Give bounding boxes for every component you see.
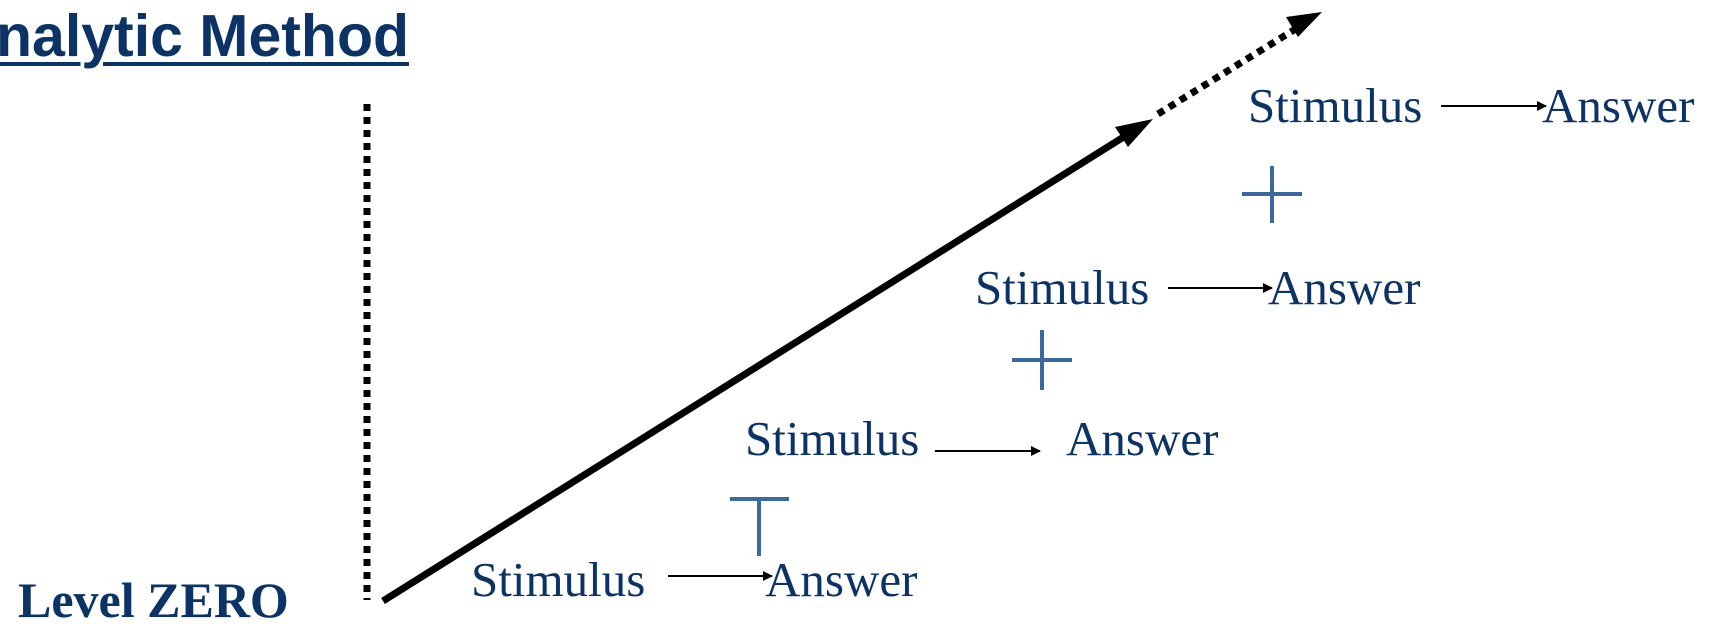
- diagonal-arrow-icon: [381, 119, 1153, 604]
- stimulus-label: Stimulus: [975, 260, 1150, 315]
- plus-icon: [1242, 166, 1302, 223]
- answer-label: Answer: [765, 552, 918, 607]
- page-title: nalytic Method: [0, 3, 410, 69]
- stimulus-label: Stimulus: [1248, 78, 1423, 133]
- stimulus-label: Stimulus: [471, 552, 646, 607]
- answer-label: Answer: [1542, 78, 1695, 133]
- stimulus-label: Stimulus: [745, 411, 920, 466]
- plus-icon: [1012, 330, 1072, 390]
- level-zero-label: Level ZERO: [18, 572, 289, 628]
- answer-label: Answer: [1066, 411, 1219, 466]
- plus-icon: [730, 497, 789, 556]
- answer-label: Answer: [1268, 260, 1421, 315]
- dotted-arrow-icon: [1156, 12, 1322, 117]
